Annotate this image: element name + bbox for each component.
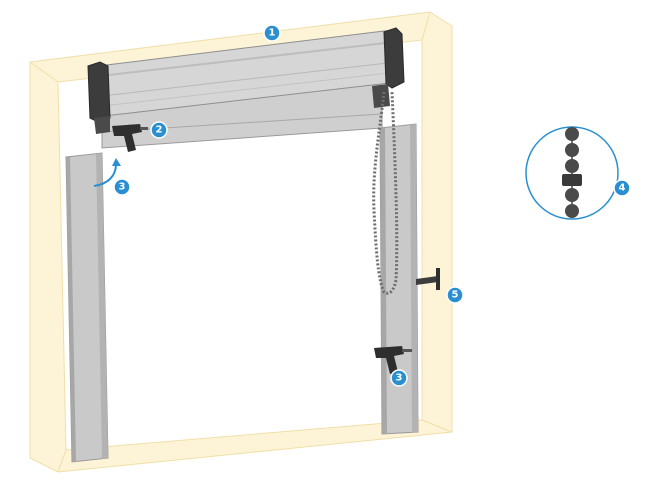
ball-chain [372,91,399,295]
callout-3-right: 3 [390,369,408,387]
svg-text:5: 5 [452,290,459,301]
callout-3-left: 3 [113,178,131,196]
svg-text:2: 2 [156,125,163,136]
svg-text:3: 3 [396,373,403,384]
callout-1: 1 [263,24,281,42]
right-guide-rail [379,123,419,435]
svg-text:1: 1 [269,28,276,39]
curved-arrow-icon [93,158,121,187]
ball-chain-detail [525,126,619,220]
callout-2: 2 [150,121,168,139]
drill-icon [112,124,148,152]
roller-box [87,27,405,149]
callout-4: 4 [613,179,631,197]
chain-holder [416,268,440,290]
svg-text:4: 4 [619,183,626,194]
chain-ball-icon [562,127,582,218]
callout-5: 5 [446,286,464,304]
svg-text:3: 3 [119,182,126,193]
left-guide-rail [65,152,109,463]
drill-icon [374,346,412,374]
